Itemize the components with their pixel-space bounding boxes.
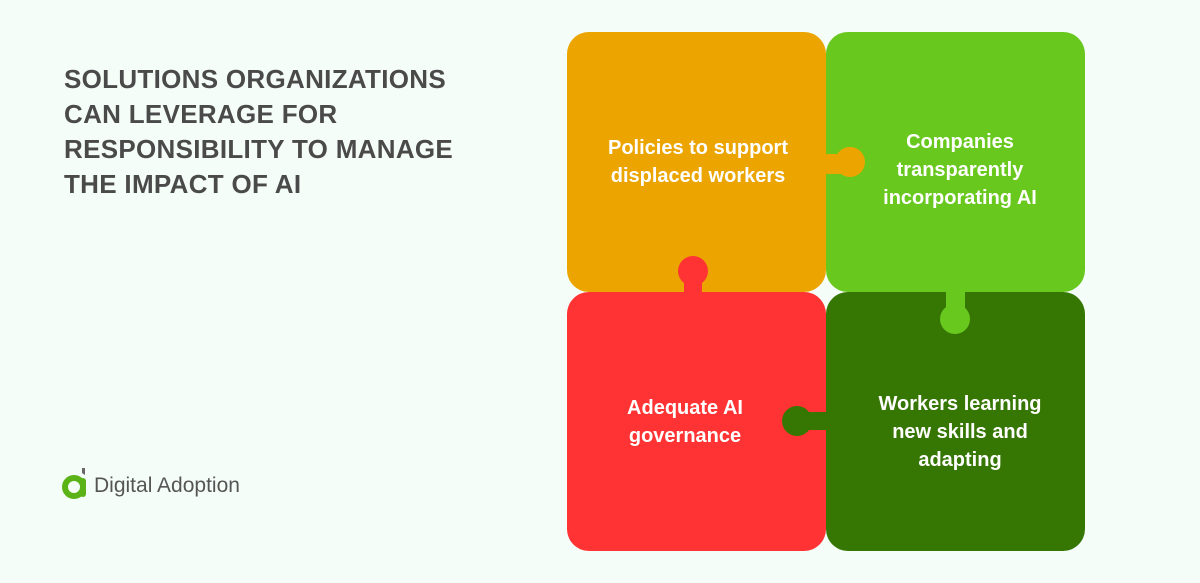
tile-bottom-right-shape [826, 292, 1085, 551]
tile-bottom-left-shape [567, 292, 826, 551]
tile-bottom-right: Workers learning new skills and adapting [875, 292, 1045, 572]
logo-text: Digital Adoption [94, 474, 240, 497]
digital-adoption-logo-icon [62, 468, 86, 499]
tile-top-left: Policies to support displaced workers [580, 32, 816, 292]
brand-logo: Digital Adoption [62, 466, 240, 500]
tile-bottom-left: Adequate AI governance [600, 292, 770, 551]
tile-label: Policies to support displaced workers [607, 137, 789, 187]
page-title: SOLUTIONS ORGANIZATIONS CAN LEVERAGE FOR… [64, 64, 454, 199]
connector-tab-orange [820, 147, 865, 177]
connector-tab-lightgreen [940, 286, 970, 334]
connector-tab-red [678, 256, 708, 298]
tile-top-right: Companies transparently incorporating AI [870, 32, 1050, 307]
tile-top-right-shape [826, 32, 1085, 292]
tile-label: Adequate AI governance [627, 396, 743, 447]
connector-tab-darkgreen [782, 406, 830, 436]
tile-top-left-shape [567, 32, 826, 292]
tile-label: Companies transparently incorporating AI [883, 130, 1037, 209]
tile-label: Workers learning new skills and adapting [878, 393, 1042, 471]
